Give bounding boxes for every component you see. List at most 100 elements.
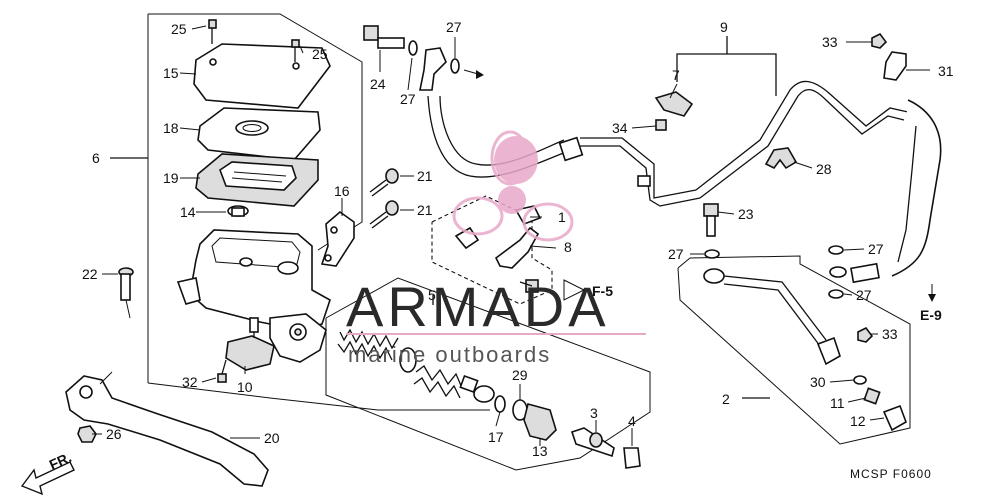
piston-seal	[473, 385, 495, 403]
callout-4: 4	[628, 413, 636, 429]
hose-clamp-top	[871, 32, 907, 81]
callout-6: 6	[92, 150, 100, 166]
callout-25-left: 25	[171, 21, 187, 37]
push-rod-3	[570, 427, 615, 458]
reference-marks: F-5 E-9 FR. MCSP F0600	[20, 279, 942, 496]
upper-clutch-hose	[419, 47, 701, 207]
group-outline-internals	[325, 277, 651, 471]
callout-26: 26	[106, 426, 122, 442]
washer-17	[494, 395, 506, 413]
callout-27-lower-left: 27	[668, 246, 684, 262]
callout-27-lower-right-a: 27	[868, 241, 884, 257]
logo-accent-blade-right	[522, 202, 574, 242]
sealing-washer-lower-a	[704, 249, 720, 259]
group-outline-bracket	[431, 195, 553, 305]
callout-21-upper: 21	[417, 168, 433, 184]
logo-accent-blade-top	[494, 136, 538, 184]
callout-33-upper: 33	[822, 34, 838, 50]
cap-screw-right	[291, 39, 300, 62]
piston	[413, 365, 479, 399]
pivot-bolt	[118, 267, 134, 319]
slave-bolt	[857, 326, 874, 343]
sealing-washer-upper-a	[408, 40, 418, 56]
callout-29: 29	[512, 367, 528, 383]
cap-screw-left	[208, 19, 217, 44]
master-cylinder-body	[176, 229, 331, 363]
hose-clip	[764, 147, 798, 170]
f5-arrow-icon	[563, 279, 586, 301]
holder-clamp	[320, 210, 355, 267]
clutch-hose-long	[695, 80, 942, 284]
ref-f5: F-5	[592, 283, 613, 299]
diaphragm-plate	[197, 107, 321, 161]
callout-12: 12	[850, 413, 866, 429]
callout-32: 32	[182, 374, 198, 390]
callout-16: 16	[334, 183, 350, 199]
callout-5: 5	[428, 287, 436, 303]
callout-28: 28	[816, 161, 832, 177]
slave-cylinder-hose	[703, 266, 847, 366]
callout-2: 2	[722, 391, 730, 407]
callout-7: 7	[672, 67, 680, 83]
callout-14: 14	[180, 204, 196, 220]
switch-screw	[217, 359, 227, 383]
sealing-washer-lower-c	[828, 289, 844, 299]
callout-34: 34	[612, 120, 628, 136]
group-outline-lower-hose	[677, 255, 911, 445]
banjo-bolt-upper	[363, 25, 405, 49]
bleeder-valve	[863, 387, 881, 405]
banjo-bolt-lower	[703, 203, 719, 237]
reservoir-cap	[193, 43, 331, 109]
leader-lines	[92, 25, 936, 446]
callout-20: 20	[264, 430, 280, 446]
callout-3: 3	[590, 405, 598, 421]
callout-11: 11	[830, 395, 845, 411]
propeller-logo	[452, 130, 574, 242]
diaphragm	[195, 153, 319, 207]
ref-e9: E-9	[920, 307, 942, 323]
hose-guide	[654, 91, 694, 131]
callout-13: 13	[532, 443, 548, 459]
lever-nut	[77, 425, 97, 443]
callout-23: 23	[738, 206, 754, 222]
callout-24: 24	[370, 76, 386, 92]
callout-15: 15	[163, 65, 179, 81]
callout-17: 17	[488, 429, 504, 445]
callout-27-upper-right: 27	[446, 19, 462, 35]
logo-accent-hub	[498, 186, 526, 214]
callout-27-upper-left: 27	[400, 91, 416, 107]
logo-accent-blade-upper-ring	[490, 130, 530, 186]
boot-13	[523, 403, 557, 441]
logo-accent-blade-left	[452, 196, 504, 236]
diagram-code: MCSP F0600	[850, 467, 932, 481]
group-outline-hose-9	[676, 36, 777, 96]
joint-4	[623, 447, 641, 469]
bracket-bolt	[519, 279, 539, 293]
holder-bolt-lower	[369, 200, 399, 229]
piston-cup	[399, 347, 417, 373]
front-arrow-icon	[20, 461, 75, 496]
watermark-brand: ARMADA	[346, 275, 610, 338]
callout-21-lower: 21	[417, 202, 433, 218]
sealing-washer-lower-b	[828, 245, 844, 255]
clutch-lever	[65, 371, 269, 487]
callout-27-lower-right-b: 27	[856, 287, 872, 303]
callout-30: 30	[810, 374, 826, 390]
armada-watermark: ARMADA marine outboards	[346, 130, 646, 367]
watermark-tagline: marine outboards	[348, 342, 551, 367]
callout-labels: 1 2 3 4 5 6 7 8 9 10 11 12 13 14 15 16 1…	[82, 19, 954, 459]
hose-bracket	[454, 205, 542, 269]
callout-31: 31	[938, 63, 954, 79]
sealing-washer-upper-b	[450, 58, 460, 74]
holder-bolt-upper	[369, 168, 399, 197]
callout-18: 18	[163, 120, 179, 136]
callout-19: 19	[163, 170, 179, 186]
callout-25-right: 25	[312, 46, 328, 62]
callout-8: 8	[564, 239, 572, 255]
callout-33-lower: 33	[882, 326, 898, 342]
brake-switch	[225, 317, 275, 371]
float-plate	[227, 205, 249, 217]
bleeder-washer	[853, 375, 867, 385]
callout-22: 22	[82, 266, 98, 282]
callout-9: 9	[720, 19, 728, 35]
